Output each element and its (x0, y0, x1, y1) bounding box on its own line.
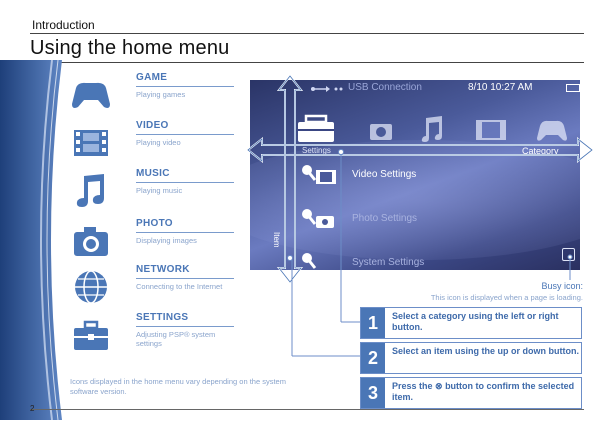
category-label: Category (522, 146, 559, 156)
category-divider (136, 278, 234, 279)
category-divider (136, 182, 234, 183)
section-label: Introduction (32, 18, 95, 32)
category-network: NETWORK Connecting to the Internet (70, 264, 240, 314)
photo-settings-icon (302, 209, 334, 228)
busy-icon-title: Busy icon: (541, 281, 583, 291)
step-number: 2 (361, 343, 385, 373)
title-rule (30, 62, 584, 63)
camera-icon (74, 227, 108, 256)
footnote: Icons displayed in the home menu vary de… (70, 377, 286, 396)
status-bar: USB Connection 8/10 10:27 AM (310, 82, 580, 96)
category-name: GAME (136, 72, 168, 83)
page-title: Using the home menu (30, 37, 230, 59)
category-game: GAME Playing games (70, 72, 240, 122)
category-desc: Playing music (136, 186, 183, 195)
step-1: 1 Select a category using the left or ri… (360, 307, 582, 339)
bottom-rule (30, 409, 584, 410)
photo-category-icon (370, 124, 392, 140)
category-divider (136, 86, 234, 87)
top-rule (30, 33, 584, 34)
item-system-settings: System Settings (352, 257, 425, 268)
category-name: SETTINGS (136, 312, 189, 323)
step-text: Press the ⊗ button to confirm the select… (392, 381, 575, 402)
decorative-wave-panel (0, 60, 62, 420)
category-name: VIDEO (136, 120, 169, 131)
item-row-video-settings: Video Settings (300, 164, 560, 186)
video-settings-icon (302, 165, 336, 184)
page-number: 2 (30, 404, 35, 413)
step-text: Select an item using the up or down butt… (392, 346, 580, 356)
usb-connection-text: USB Connection (348, 82, 422, 93)
category-settings: SETTINGS Adjusting PSP® system settings (70, 312, 240, 362)
toolbox-icon (74, 320, 108, 350)
battery-icon (566, 84, 580, 92)
category-music: MUSIC Playing music (70, 168, 240, 218)
video-category-icon (476, 120, 506, 140)
step-3: 3 Press the ⊗ button to confirm the sele… (360, 377, 582, 409)
game-category-icon (537, 120, 567, 141)
clock: 8/10 10:27 AM (468, 82, 533, 93)
category-photo: PHOTO Displaying images (70, 218, 240, 268)
music-note-icon (76, 174, 104, 207)
step-text: Select a category using the left or righ… (392, 311, 559, 332)
category-desc: Connecting to the Internet (136, 282, 223, 291)
category-name: MUSIC (136, 168, 170, 179)
busy-icon-description: This icon is displayed when a page is lo… (430, 293, 583, 302)
settings-label: Settings (302, 146, 331, 155)
category-desc: Playing games (136, 90, 186, 99)
category-divider (136, 326, 234, 327)
category-desc: Displaying images (136, 236, 197, 245)
category-name: NETWORK (136, 264, 190, 275)
category-desc: Adjusting PSP® system settings (136, 330, 216, 348)
step-number: 3 (361, 378, 385, 408)
item-row-photo-settings: Photo Settings (300, 208, 560, 230)
category-divider (136, 134, 234, 135)
step-2: 2 Select an item using the up or down bu… (360, 342, 582, 374)
item-label: Item (272, 232, 281, 248)
screen-wave-background (250, 140, 580, 260)
category-name: PHOTO (136, 218, 173, 229)
psp-screen: USB Connection 8/10 10:27 AM Settings Ca… (250, 80, 580, 270)
item-photo-settings: Photo Settings (352, 213, 418, 224)
film-icon (74, 130, 108, 156)
settings-category-icon (298, 114, 334, 142)
item-video-settings: Video Settings (352, 169, 417, 180)
system-settings-icon (302, 253, 317, 269)
step-number: 1 (361, 308, 385, 338)
busy-icon (562, 248, 575, 261)
category-video: VIDEO Playing video (70, 120, 240, 170)
category-divider (136, 232, 234, 233)
category-icons-row (298, 114, 567, 142)
globe-icon (75, 270, 107, 304)
gamepad-icon (72, 82, 110, 108)
category-desc: Playing video (136, 138, 181, 147)
usb-icon (311, 86, 343, 92)
item-row-system-settings: System Settings (300, 252, 560, 270)
music-category-icon (421, 116, 442, 142)
